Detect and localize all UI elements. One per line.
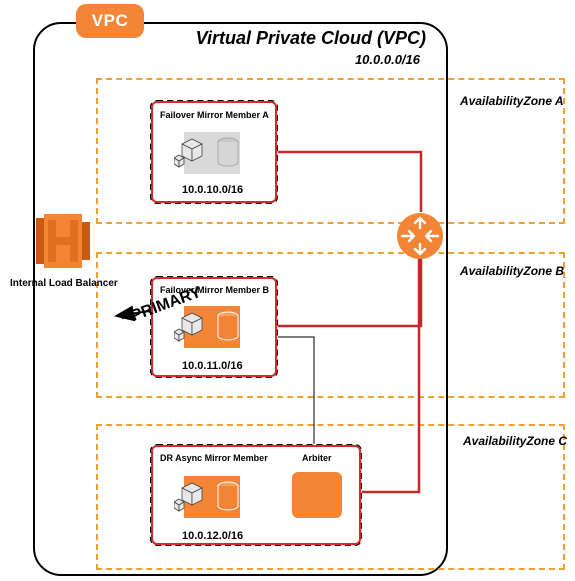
- failover-member-b-title: Failover Mirror Member B: [160, 285, 270, 295]
- arbiter-instance-icon: [292, 472, 342, 518]
- router-icon: [397, 213, 443, 259]
- failover-member-a: Failover Mirror Member A 10.0.10.0/16: [150, 100, 278, 204]
- failover-member-a-title: Failover Mirror Member A: [160, 110, 269, 120]
- link-member-c-router: [360, 258, 421, 494]
- availability-zone-c: [96, 424, 565, 570]
- vpc-title: Virtual Private Cloud (VPC): [195, 28, 426, 48]
- availability-zone-b-label: AvailabilityZone B: [460, 264, 565, 278]
- load-balancer-icon: [36, 214, 90, 268]
- dr-async-member-cidr: 10.0.12.0/16: [182, 530, 244, 542]
- failover-member-b-cidr: 10.0.11.0/16: [182, 360, 243, 372]
- arbiter-label: Arbiter: [302, 453, 332, 463]
- availability-zone-b: [96, 252, 565, 398]
- vpc-container: [33, 22, 448, 576]
- dr-async-member: DR Async Mirror Member Arbiter 10.0.12.0…: [150, 444, 362, 546]
- link-member-b-router: [276, 258, 423, 328]
- vpc-cidr: 10.0.0.0/16: [354, 52, 420, 67]
- failover-member-b: Failover Mirror Member B 10.0.11.0/16: [150, 276, 278, 378]
- vpc-cloud-tag: VPC: [76, 4, 144, 38]
- database-instance-icon: [174, 476, 240, 518]
- availability-zone-c-label: AvailabilityZone C: [463, 434, 568, 448]
- availability-zone-a: [96, 78, 565, 224]
- availability-zone-a-label: AvailabilityZone A: [460, 94, 564, 108]
- link-member-a-router: [276, 150, 423, 212]
- dr-async-member-title: DR Async Mirror Member: [160, 453, 268, 463]
- database-instance-icon: [174, 132, 240, 174]
- database-instance-icon: [174, 306, 240, 348]
- load-balancer-label: Internal Load Balancer: [10, 278, 118, 289]
- failover-member-a-cidr: 10.0.10.0/16: [182, 184, 244, 196]
